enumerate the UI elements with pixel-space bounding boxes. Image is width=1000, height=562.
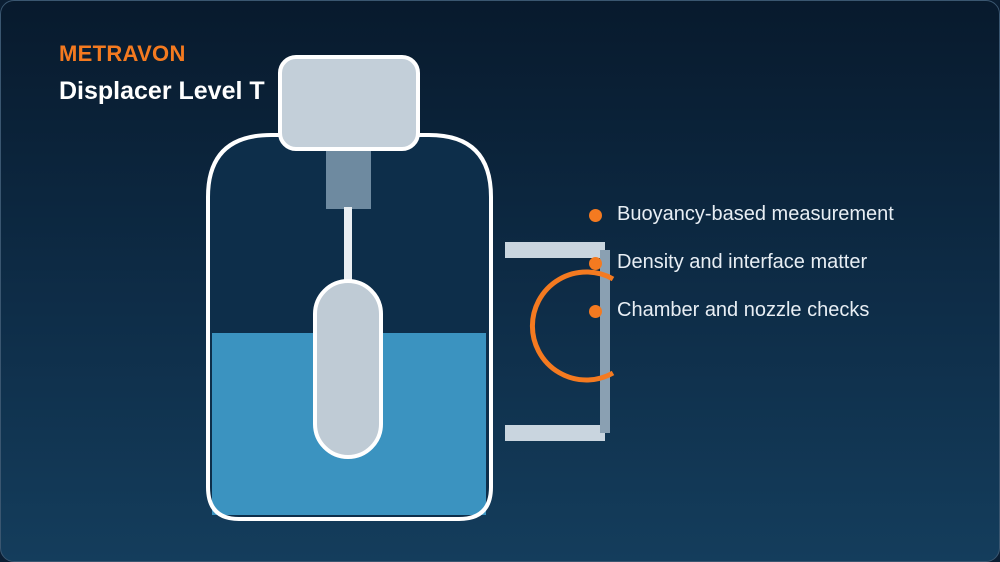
coupling-block <box>326 149 371 209</box>
transmitter-head <box>278 55 420 151</box>
list-item: Buoyancy-based measurement <box>589 201 894 249</box>
bullet-text: Density and interface matter <box>617 251 868 273</box>
bullet-text: Buoyancy-based measurement <box>617 203 894 225</box>
feature-list: Buoyancy-based measurement Density and i… <box>589 201 894 345</box>
lower-nozzle <box>505 425 605 441</box>
bullet-dot <box>589 305 602 318</box>
list-item: Chamber and nozzle checks <box>589 297 894 345</box>
displacer-float <box>313 279 383 459</box>
slide-title: Displacer Level T <box>59 77 265 105</box>
bullet-dot <box>589 257 602 270</box>
measurement-arc <box>529 269 615 383</box>
displacer-rod <box>344 207 352 289</box>
brand-label: METRAVON <box>59 41 186 66</box>
bullet-text: Chamber and nozzle checks <box>617 299 870 321</box>
upper-nozzle <box>505 242 605 258</box>
bullet-dot <box>589 209 602 222</box>
chamber-wall <box>600 250 610 433</box>
list-item: Density and interface matter <box>589 249 894 297</box>
vessel-outline <box>206 133 493 521</box>
